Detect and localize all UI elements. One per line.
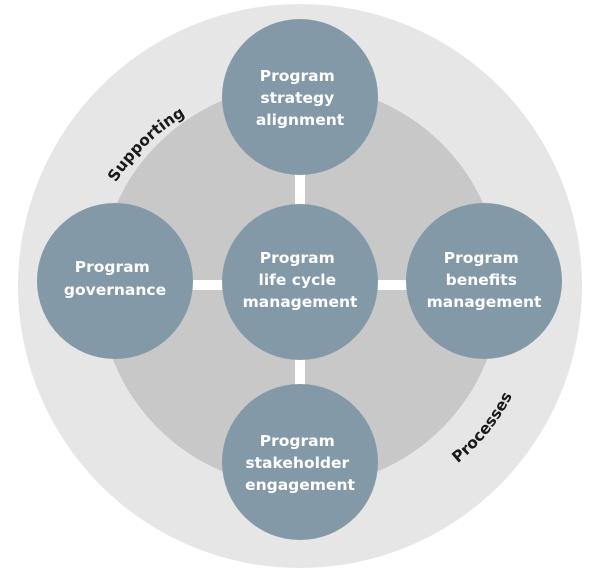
node-bottom-label: Program stakeholder engagement [245, 432, 355, 494]
node-center-circle [222, 204, 378, 360]
node-top-circle [222, 19, 378, 175]
node-right-circle [406, 203, 562, 359]
node-right-label: Program benefits management [427, 249, 542, 311]
node-bottom-circle [222, 384, 378, 540]
node-top-label: Program strategy alignment [256, 67, 345, 129]
connector-bottom [295, 355, 305, 397]
connector-right [372, 280, 417, 290]
node-center-label: Program life cycle management [243, 249, 358, 311]
node-left-circle [37, 203, 193, 359]
node-left-label: Program governance [64, 258, 166, 299]
connector-left [185, 280, 230, 290]
connector-top [295, 170, 305, 210]
